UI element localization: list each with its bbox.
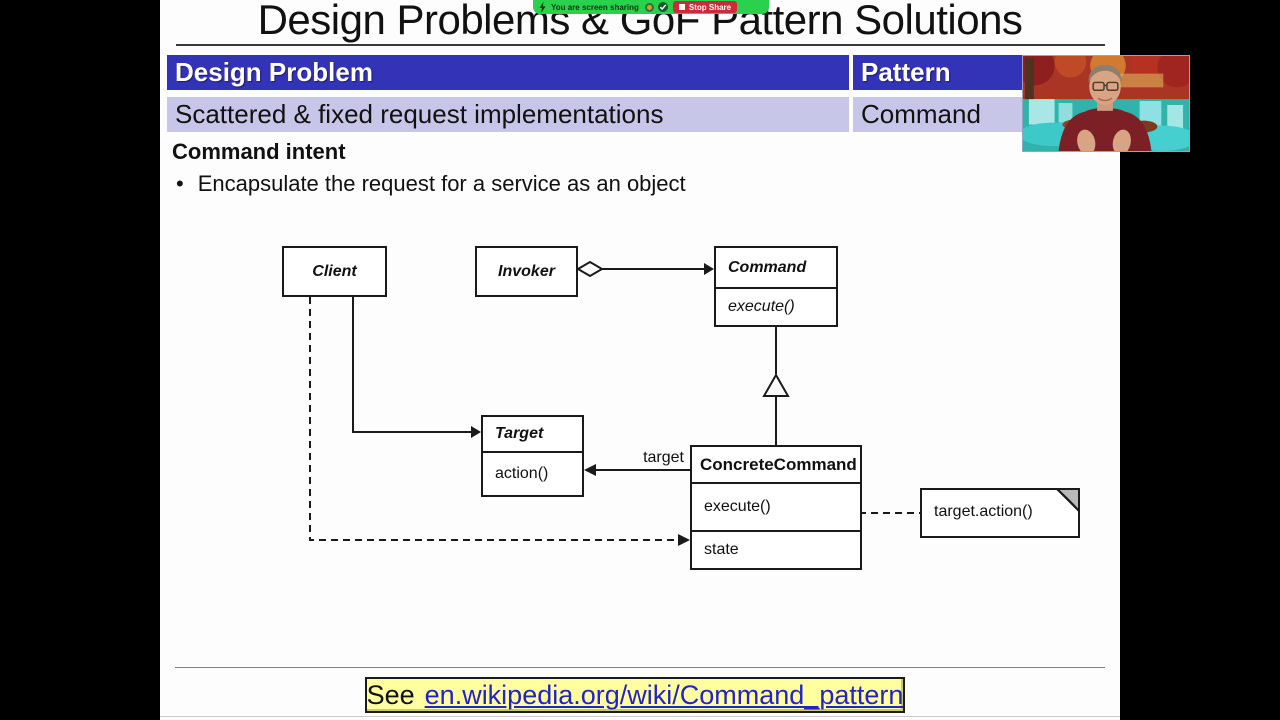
class-concrete-command-method: execute(): [692, 484, 860, 532]
class-concrete-command-name: ConcreteCommand: [692, 447, 860, 484]
wikipedia-link[interactable]: en.wikipedia.org/wiki/Command_pattern: [424, 679, 904, 710]
reference-prefix: See: [366, 679, 415, 710]
section-heading: Command intent: [172, 139, 346, 164]
table-cell-problem: Scattered & fixed request implementation…: [167, 97, 849, 132]
slide-bottom-edge: [160, 716, 1120, 717]
bullet-text: Encapsulate the request for a service as…: [197, 171, 686, 196]
sharing-status-text: You are screen sharing: [551, 2, 639, 12]
stop-icon: [678, 4, 685, 10]
class-concrete-command-attribute: state: [704, 541, 739, 558]
class-invoker: Invoker: [475, 246, 578, 297]
class-target-method: action(): [495, 465, 549, 482]
stop-share-label: Stop Share: [688, 2, 732, 12]
title-divider: [176, 44, 1105, 46]
recording-indicator-icon[interactable]: [644, 2, 654, 12]
bullet-item: • Encapsulate the request for a service …: [176, 171, 686, 197]
association-label-target: target: [643, 449, 684, 466]
screen-sharing-bar: You are screen sharing Stop Share: [533, 0, 769, 14]
table-header-design-problem: Design Problem: [167, 55, 849, 90]
class-command: Command execute(): [714, 246, 838, 327]
class-concrete-command: ConcreteCommand execute() state: [690, 445, 862, 570]
footer-divider: [175, 667, 1105, 668]
uml-note-text: target.action(): [934, 503, 1033, 520]
webcam-overlay[interactable]: [1022, 55, 1190, 152]
reference-box: See en.wikipedia.org/wiki/Command_patter…: [365, 677, 905, 713]
note-fold-icon: [1056, 488, 1080, 512]
class-command-method: execute(): [728, 298, 795, 315]
security-shield-icon[interactable]: [657, 2, 668, 12]
class-client: Client: [282, 246, 387, 297]
class-command-name: Command: [716, 248, 836, 289]
class-target-name: Target: [483, 417, 582, 453]
uml-note: target.action(): [920, 488, 1080, 538]
class-target: Target action(): [481, 415, 584, 497]
bolt-icon: [539, 1, 546, 13]
webcam-video: [1023, 56, 1189, 151]
stop-share-button[interactable]: Stop Share: [672, 1, 738, 13]
bullet-icon: •: [176, 171, 184, 196]
